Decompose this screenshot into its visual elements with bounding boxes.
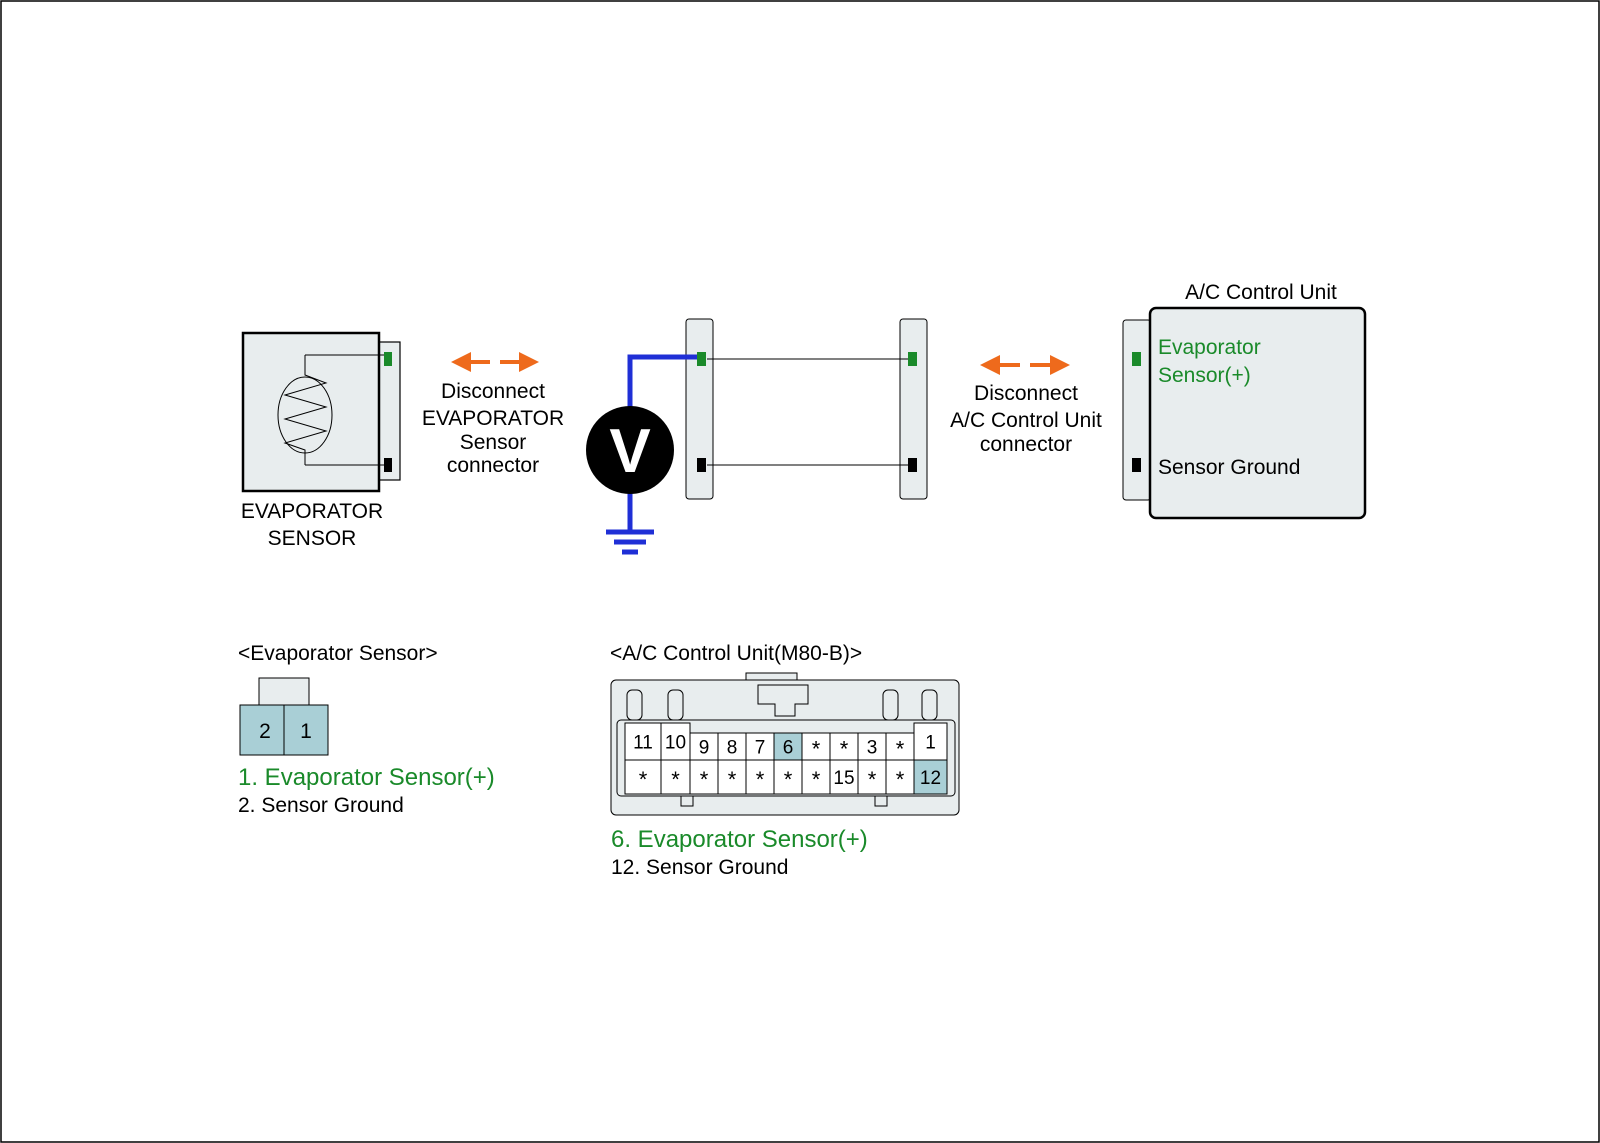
voltmeter-symbol: V	[609, 417, 650, 486]
acu-connector-pin-label: 8	[727, 738, 738, 759]
acu-title: A/C Control Unit	[1185, 281, 1337, 304]
acu-connector-cavity	[857, 732, 887, 761]
voltmeter	[586, 406, 674, 494]
acu-connector-pin-label: 9	[699, 738, 710, 759]
harness-connector-right	[899, 318, 928, 500]
acu-connector-pin-label: 10	[665, 733, 686, 754]
acu-connector-pin-label: *	[896, 767, 905, 792]
acu-connector-cavity	[885, 759, 915, 795]
acu-connector-cavity	[801, 759, 831, 795]
evap-connector-face	[239, 677, 329, 756]
acu-connector-cavity	[624, 759, 662, 795]
acu-pin-plus-label-line1: Evaporator	[1158, 336, 1261, 359]
disconnect-right-line1: Disconnect	[974, 382, 1078, 405]
acu-pin-plus	[1132, 352, 1141, 366]
acu-connector-pin-label: *	[812, 767, 821, 792]
sensor-label-line2: SENSOR	[268, 527, 357, 550]
disconnect-right-line3: connector	[980, 433, 1072, 456]
acu-pin-plus-label-line2: Sensor(+)	[1158, 364, 1251, 387]
acu-connector-cavity	[660, 759, 691, 795]
disconnect-left-line3: Sensor	[460, 431, 527, 454]
acu-legend-1: 6. Evaporator Sensor(+)	[611, 826, 868, 853]
acu-connector-pin-label: 15	[833, 768, 854, 789]
disconnect-right-line2: A/C Control Unit	[950, 409, 1102, 432]
acu-connector-cavity	[745, 759, 775, 795]
evap-connector-pin-1: 1	[300, 720, 312, 743]
acu-connector-pin-label: 1	[925, 733, 936, 754]
acu-pin-ground-label: Sensor Ground	[1158, 456, 1300, 479]
harness-connector-left	[685, 318, 714, 500]
acu-connector-cavity	[913, 759, 948, 795]
acu-connector-pin-label: *	[812, 737, 821, 762]
acu-connector-pin-label: 12	[920, 768, 941, 789]
acu-connector-pin-label: *	[671, 767, 680, 792]
evaporator-sensor	[241, 331, 401, 493]
harness	[685, 318, 928, 500]
acu-connector-cavity	[689, 759, 719, 795]
disconnect-left-line2: EVAPORATOR	[422, 407, 564, 430]
acu-connector-pin-label: 6	[783, 738, 794, 759]
sensor-pin-plus	[384, 352, 392, 366]
acu-connector-pin-label: *	[784, 767, 793, 792]
evap-legend-2: 2. Sensor Ground	[238, 794, 404, 817]
acu-connector-pin-label: *	[700, 767, 709, 792]
acu-connector-cavity	[885, 732, 915, 761]
disconnect-left-line1: Disconnect	[441, 380, 545, 403]
acu-connector-pin-label: *	[896, 737, 905, 762]
acu-connector-pin-label: *	[728, 767, 737, 792]
acu-connector-cavity	[717, 732, 747, 761]
acu-connector-pin-label: *	[868, 767, 877, 792]
acu-connector-pin-label: *	[756, 767, 765, 792]
acu-connector-cavity	[913, 722, 948, 761]
evap-connector-title: <Evaporator Sensor>	[238, 642, 438, 665]
acu-legend-2: 12. Sensor Ground	[611, 856, 788, 879]
sensor-label-line1: EVAPORATOR	[241, 500, 383, 523]
acu-connector-cavity	[829, 759, 859, 795]
acu-connector-cavity	[717, 759, 747, 795]
acu-connector-pin-label: 3	[867, 738, 878, 759]
evap-legend-1: 1. Evaporator Sensor(+)	[238, 764, 495, 791]
acu-connector-pin-label: *	[840, 737, 849, 762]
acu-box	[1122, 306, 1367, 520]
acu-connector-pin-label: 7	[755, 738, 766, 759]
acu-connector-cavity	[689, 732, 719, 761]
acu-connector-pin-label: 11	[633, 733, 653, 754]
acu-connector-title: <A/C Control Unit(M80-B)>	[610, 642, 862, 665]
acu-connector-pin-label: *	[639, 767, 648, 792]
acu-pin-ground	[1132, 458, 1141, 472]
acu-connector-cavity	[773, 759, 803, 795]
sensor-pin-ground	[384, 458, 392, 472]
disconnect-left-line4: connector	[447, 454, 539, 477]
evap-connector-pin-2: 2	[259, 720, 271, 743]
